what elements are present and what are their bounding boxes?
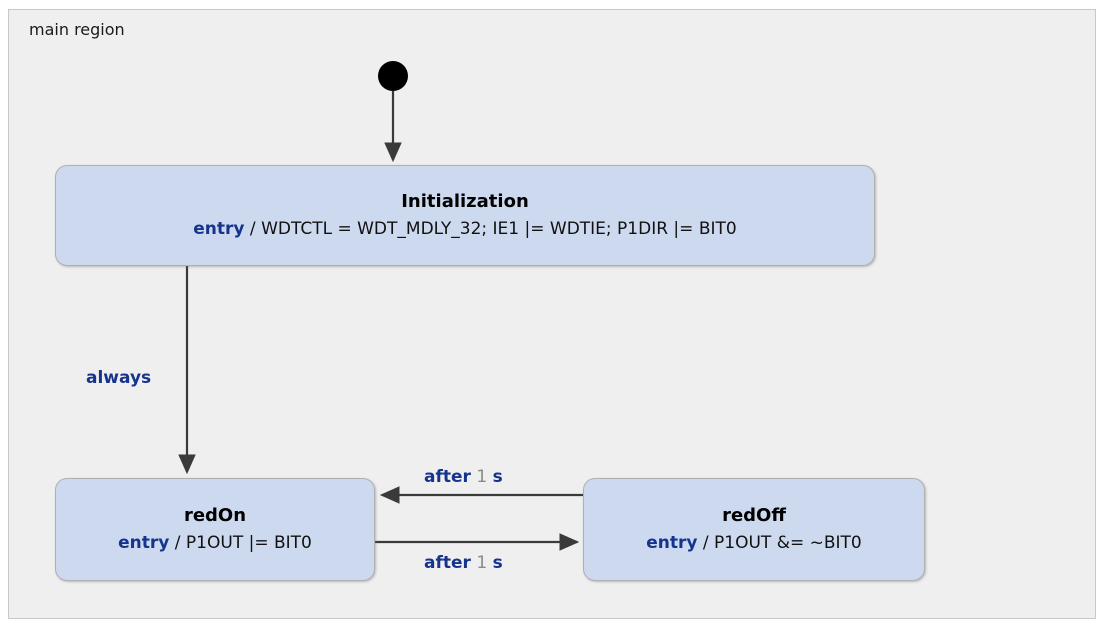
action-separator: / bbox=[697, 533, 715, 554]
state-redoff[interactable]: redOff entry / P1OUT &= ~BIT0 bbox=[583, 478, 925, 581]
after-value: 1 bbox=[476, 467, 488, 487]
initial-state-node-icon[interactable] bbox=[378, 61, 408, 91]
entry-keyword: entry bbox=[646, 533, 698, 554]
state-initialization[interactable]: Initialization entry / WDTCTL = WDT_MDLY… bbox=[55, 165, 875, 266]
transition-label-redoff-to-redon[interactable]: after 1 s bbox=[424, 467, 503, 487]
action-body: P1OUT &= ~BIT0 bbox=[714, 533, 862, 554]
action-separator: / bbox=[244, 219, 262, 240]
after-keyword: after bbox=[424, 467, 471, 487]
region-label: main region bbox=[29, 20, 125, 39]
action-separator: / bbox=[169, 533, 186, 554]
transition-label-redon-to-redoff[interactable]: after 1 s bbox=[424, 553, 503, 573]
state-redon-name: redOn bbox=[183, 504, 247, 526]
state-initialization-action: entry / WDTCTL = WDT_MDLY_32; IE1 |= WDT… bbox=[193, 218, 736, 240]
action-body: WDTCTL = WDT_MDLY_32; IE1 |= WDTIE; P1DI… bbox=[261, 219, 737, 240]
entry-keyword: entry bbox=[118, 533, 170, 554]
action-body: P1OUT |= BIT0 bbox=[185, 533, 312, 554]
state-redon[interactable]: redOn entry / P1OUT |= BIT0 bbox=[55, 478, 375, 581]
state-redoff-action: entry / P1OUT &= ~BIT0 bbox=[646, 532, 862, 554]
after-unit: s bbox=[492, 553, 503, 573]
state-redoff-name: redOff bbox=[722, 504, 786, 526]
entry-keyword: entry bbox=[193, 219, 245, 240]
transition-label-always[interactable]: always bbox=[86, 368, 152, 388]
after-value: 1 bbox=[476, 553, 488, 573]
state-redon-action: entry / P1OUT |= BIT0 bbox=[118, 532, 312, 554]
after-unit: s bbox=[492, 467, 503, 487]
state-initialization-name: Initialization bbox=[401, 190, 529, 212]
after-keyword: after bbox=[424, 553, 471, 573]
